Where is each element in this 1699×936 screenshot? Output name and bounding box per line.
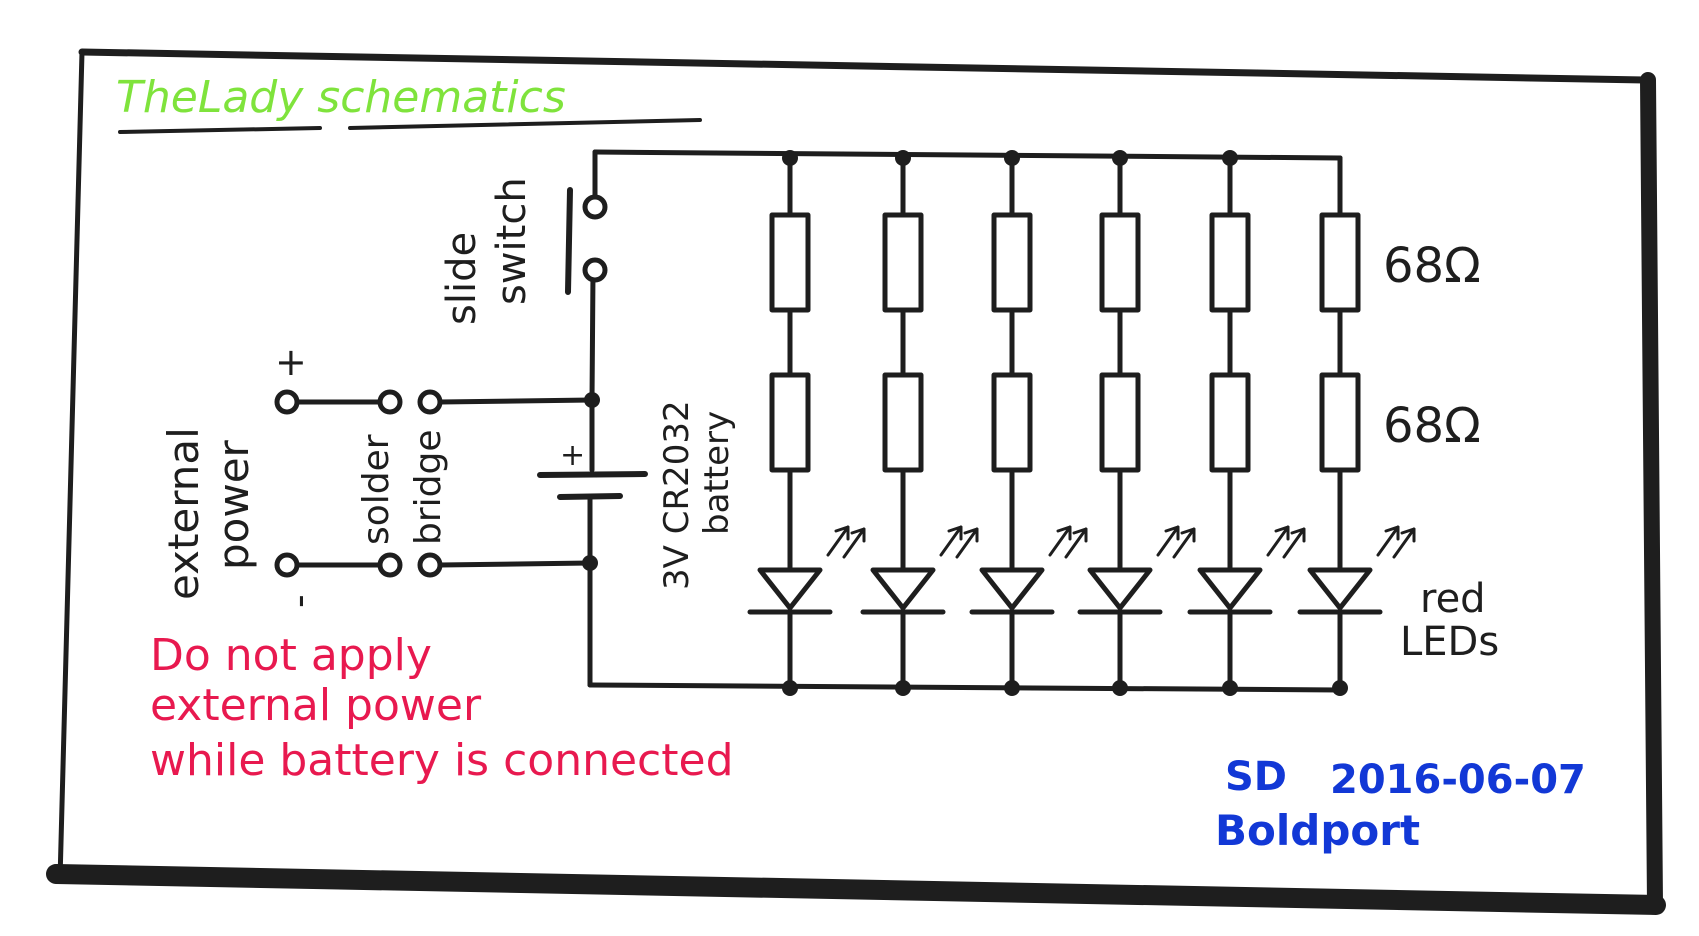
resistor-top (991, 212, 1033, 313)
slide-switch (565, 187, 608, 295)
led-channel (1187, 155, 1306, 691)
junction-dot (584, 392, 600, 408)
led-label-2: LEDs (1400, 619, 1499, 665)
resistor-value-bottom: 68Ω (1383, 398, 1481, 454)
resistor-top (882, 212, 924, 313)
led-diode (757, 567, 823, 611)
led-diode (1087, 567, 1153, 611)
led-channel (1297, 155, 1416, 691)
led-channel (969, 155, 1088, 691)
resistor-bottom (1319, 372, 1361, 473)
ext-plus-sign: + (275, 340, 307, 384)
junction-dot (582, 555, 598, 571)
warning-line-2: external power (150, 680, 482, 731)
light-arrow-icon (826, 525, 850, 557)
resistor-top (769, 212, 811, 313)
frame (46, 48, 1666, 915)
light-arrow-icon (955, 527, 979, 559)
battery-symbol (537, 471, 648, 500)
light-arrow-icon (1156, 525, 1180, 557)
resistor-top (1099, 212, 1141, 313)
title-underline (118, 118, 702, 134)
led-diode (979, 567, 1045, 611)
ext-power-label-2: power (209, 439, 258, 570)
bridge-label-1: solder (356, 434, 397, 545)
light-arrow-icon (1266, 525, 1290, 557)
warning-line-1: Do not apply (150, 630, 432, 681)
light-arrow-icon (1376, 525, 1400, 557)
signature-author: SD (1225, 754, 1287, 800)
light-arrow-icon (1064, 527, 1088, 559)
diagram-title: TheLady schematics (116, 72, 566, 123)
resistor-bottom (991, 372, 1033, 473)
junction-dots (582, 150, 1348, 696)
resistor-top (1209, 212, 1251, 313)
resistor-value-top: 68Ω (1383, 238, 1481, 294)
led-label-1: red (1420, 576, 1486, 622)
led-diode (870, 567, 936, 611)
resistor-top (1319, 212, 1361, 313)
led-diode (1197, 567, 1263, 611)
warning-line-3: while battery is connected (150, 735, 734, 786)
led-diode (1307, 567, 1373, 611)
ext-minus-sign: - (277, 594, 321, 608)
resistor-bottom (882, 372, 924, 473)
ext-power-label-1: external (159, 427, 208, 600)
led-channels (747, 155, 1416, 691)
bridge-label-2: bridge (408, 429, 449, 545)
led-channel (860, 155, 979, 691)
switch-label-2: switch (489, 177, 535, 305)
battery-plus-sign: + (560, 438, 585, 473)
signature-company: Boldport (1215, 806, 1420, 855)
light-arrow-icon (939, 525, 963, 557)
light-arrow-icon (842, 527, 866, 559)
battery-label-2: battery (697, 411, 737, 535)
light-arrow-icon (1048, 525, 1072, 557)
led-channel (747, 155, 866, 691)
resistor-bottom (1099, 372, 1141, 473)
led-channel (1077, 155, 1196, 691)
light-arrow-icon (1172, 527, 1196, 559)
external-power-pads (274, 389, 300, 578)
light-arrow-icon (1392, 527, 1416, 559)
light-arrow-icon (1282, 527, 1306, 559)
signature-date: 2016-06-07 (1330, 757, 1586, 803)
battery-label-1: 3V CR2032 (657, 400, 697, 590)
resistor-bottom (1209, 372, 1251, 473)
switch-label-1: slide (439, 232, 485, 325)
resistor-bottom (769, 372, 811, 473)
solder-bridge-pads (377, 389, 443, 578)
